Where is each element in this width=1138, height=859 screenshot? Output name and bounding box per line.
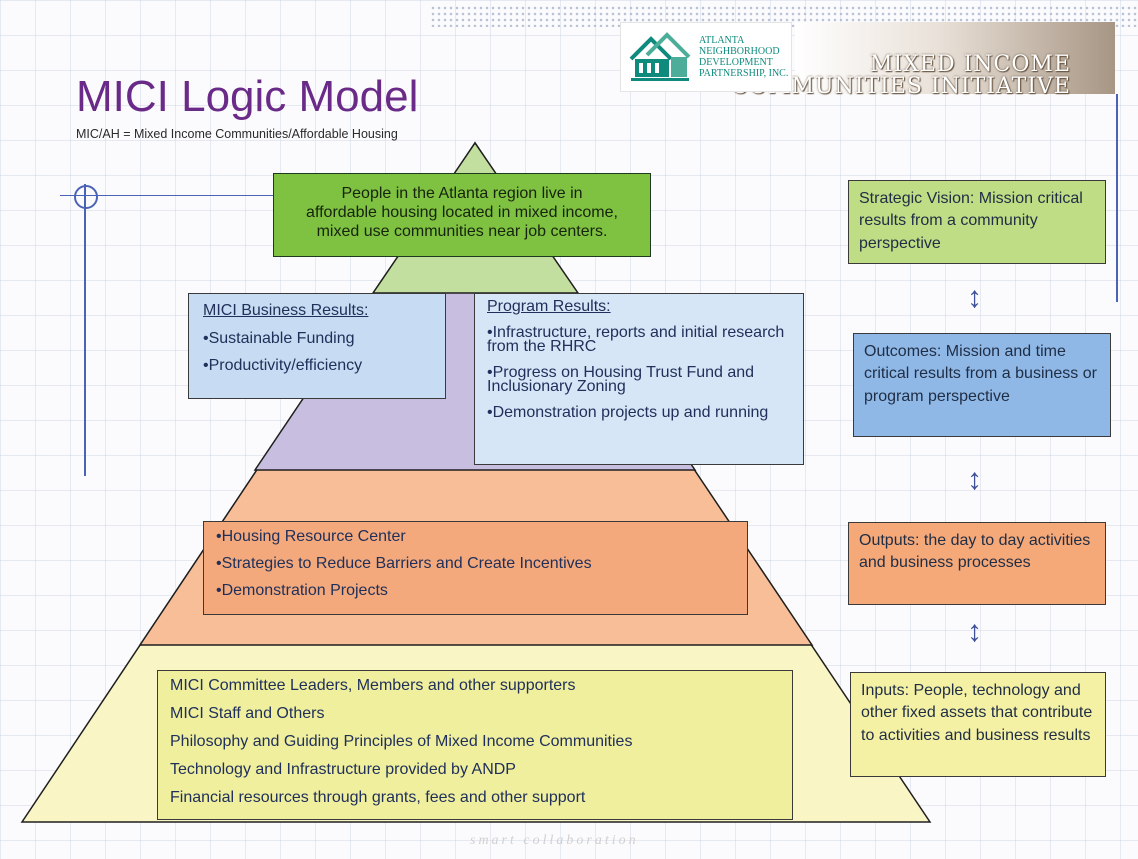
- double-arrow-icon: ↕: [967, 463, 982, 496]
- right-vertical-line: [1116, 94, 1118, 302]
- page-subtitle: MIC/AH = Mixed Income Communities/Afford…: [76, 127, 398, 141]
- double-arrow-icon: ↕: [967, 615, 982, 648]
- legend-strategic-vision: Strategic Vision: Mission critical resul…: [848, 180, 1106, 264]
- program-results-heading: Program Results:: [487, 298, 611, 315]
- vision-line: People in the Atlanta region live in: [341, 185, 583, 202]
- crosshair-circle-icon: [74, 185, 98, 209]
- left-horizontal-line: [60, 195, 275, 196]
- output-item: •Housing Resource Center: [216, 528, 406, 545]
- logo-line: NEIGHBORHOOD: [699, 46, 780, 57]
- business-result-item: •Sustainable Funding: [203, 330, 355, 347]
- legend-inputs: Inputs: People, technology and other fix…: [850, 672, 1106, 777]
- vision-line: mixed use communities near job centers.: [316, 223, 608, 241]
- legend-outputs: Outputs: the day to day activities and b…: [848, 522, 1106, 605]
- business-results-heading: MICI Business Results:: [203, 302, 369, 319]
- logo-line: PARTNERSHIP, INC.: [699, 68, 789, 79]
- output-item: •Demonstration Projects: [216, 582, 388, 599]
- output-item: •Strategies to Reduce Barriers and Creat…: [216, 555, 592, 572]
- left-vertical-line: [84, 184, 86, 476]
- input-item: MICI Staff and Others: [170, 705, 325, 722]
- logo-line: ATLANTA: [699, 35, 745, 46]
- logo-line: DEVELOPMENT: [699, 57, 773, 68]
- logo-text: ATLANTA NEIGHBORHOOD DEVELOPMENT PARTNER…: [699, 35, 791, 79]
- business-result-item: •Productivity/efficiency: [203, 357, 363, 374]
- program-result-item: •Progress on Housing Trust Fund and Incl…: [487, 364, 755, 395]
- program-result-item: •Infrastructure, reports and initial res…: [487, 324, 785, 355]
- page-title: MICI Logic Model: [76, 72, 419, 121]
- double-arrow-icon: ↕: [967, 281, 982, 314]
- input-item: Philosophy and Guiding Principles of Mix…: [170, 733, 633, 750]
- input-item: Financial resources through grants, fees…: [170, 789, 586, 806]
- strategic-vision-box: People in the Atlanta region live in aff…: [273, 173, 651, 257]
- footer-tagline: smart collaboration: [470, 833, 639, 848]
- inputs-box: MICI Committee Leaders, Members and othe…: [157, 670, 793, 820]
- header-pattern: [430, 5, 1138, 27]
- vision-line: affordable housing located in mixed inco…: [306, 204, 618, 222]
- outputs-box: •Housing Resource Center •Strategies to …: [203, 521, 748, 615]
- program-results-box: Program Results: •Infrastructure, report…: [474, 293, 804, 465]
- input-item: Technology and Infrastructure provided b…: [170, 761, 516, 778]
- business-results-box: MICI Business Results: •Sustainable Fund…: [188, 293, 446, 399]
- input-item: MICI Committee Leaders, Members and othe…: [170, 677, 576, 694]
- program-result-item: •Demonstration projects up and running: [487, 404, 769, 421]
- banner-line1: MIXED INCOME: [870, 52, 1071, 77]
- legend-outcomes: Outcomes: Mission and time critical resu…: [853, 333, 1111, 437]
- logo-houses-icon: [629, 32, 691, 81]
- initiative-banner: MIXED INCOME COMMUNITIES INITIATIVE: [731, 22, 1115, 99]
- andp-logo: ATLANTA NEIGHBORHOOD DEVELOPMENT PARTNER…: [620, 22, 792, 92]
